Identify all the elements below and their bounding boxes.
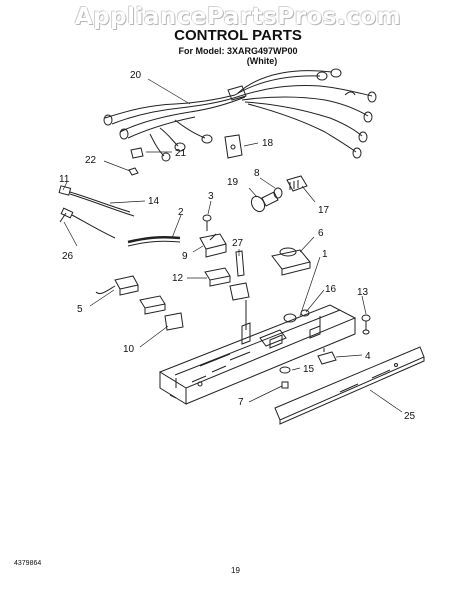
callout-11: 11 [59, 174, 70, 185]
callout-7: 7 [238, 397, 244, 408]
callout-25: 25 [404, 411, 416, 422]
watermark-text: AppliancePartsPros.com [74, 4, 402, 30]
screw-13-drawing [361, 314, 371, 335]
callout-21: 21 [175, 148, 187, 159]
page-number: 19 [231, 566, 240, 575]
sensor-leads-drawing [58, 185, 135, 239]
callout-10: 10 [123, 344, 135, 355]
callout-17: 17 [318, 205, 330, 216]
callout-22: 22 [85, 155, 97, 166]
callout-1: 1 [322, 249, 328, 260]
thermostat-drawing [271, 247, 311, 276]
screw-drawing [202, 214, 212, 231]
leader-lines [62, 78, 403, 413]
callout-26: 26 [62, 251, 74, 262]
callout-9: 9 [182, 251, 188, 262]
wire-harness-drawing [103, 68, 377, 162]
callout-16: 16 [325, 284, 337, 295]
callout-20: 20 [130, 70, 142, 81]
light-socket-drawing [250, 175, 308, 213]
callout-5: 5 [77, 304, 83, 315]
door-switch-drawing [95, 275, 139, 296]
callout-8: 8 [254, 168, 260, 179]
callout-3: 3 [208, 191, 214, 202]
callout-6: 6 [318, 228, 324, 239]
callout-12: 12 [172, 273, 184, 284]
page-title: CONTROL PARTS [174, 27, 302, 44]
callout-27: 27 [232, 238, 244, 249]
control-housing-drawing [158, 300, 357, 405]
variant-label: (White) [246, 56, 278, 66]
control-panel-strip-drawing [274, 346, 425, 425]
callout-4: 4 [365, 351, 371, 362]
callout-13: 13 [357, 287, 369, 298]
document-number: 4379864 [14, 560, 42, 567]
mounting-plate-drawing [224, 134, 243, 159]
model-line: For Model: 3XARG497WP00 [178, 46, 298, 56]
callout-2: 2 [178, 207, 184, 218]
callout-14: 14 [148, 196, 160, 207]
callout-18: 18 [262, 138, 274, 149]
switch-drawing [199, 233, 227, 258]
callout-19: 19 [227, 177, 239, 188]
callout-labels: 20 18 21 22 11 14 2 3 19 8 17 6 27 9 26 … [59, 70, 416, 422]
rocker-switches-drawing [139, 267, 231, 315]
callout-15: 15 [303, 364, 315, 375]
